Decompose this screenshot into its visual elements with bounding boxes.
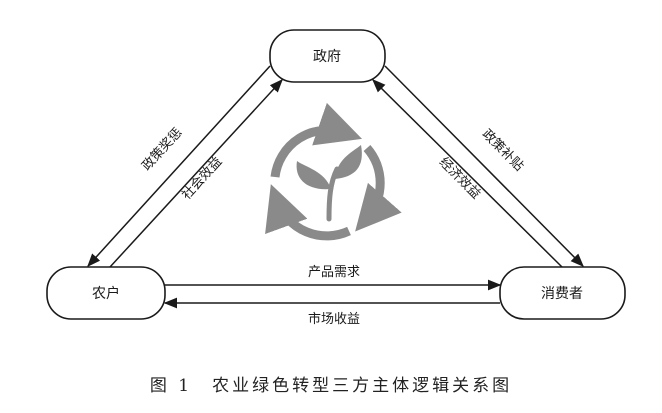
recycle-leaves-icon <box>265 102 402 241</box>
edge-economic-benefit <box>372 79 563 268</box>
node-government: 政府 <box>269 29 386 83</box>
label-social-benefit: 社会效益 <box>179 154 226 203</box>
figure-caption: 图 1 农业绿色转型三方主体逻辑关系图 <box>150 376 512 396</box>
node-consumer-label: 消费者 <box>541 286 583 302</box>
node-government-label: 政府 <box>313 49 341 65</box>
label-market-revenue: 市场收益 <box>308 311 360 327</box>
edge-policy-reward-punish <box>87 65 271 267</box>
edge-policy-subsidy <box>384 65 584 267</box>
node-consumer: 消费者 <box>499 266 626 320</box>
node-farmer-label: 农户 <box>92 285 120 302</box>
label-product-demand: 产品需求 <box>308 265 360 280</box>
edge-social-benefit <box>109 79 283 268</box>
label-economic-benefit: 经济效益 <box>436 155 483 202</box>
node-farmer: 农户 <box>46 266 166 320</box>
